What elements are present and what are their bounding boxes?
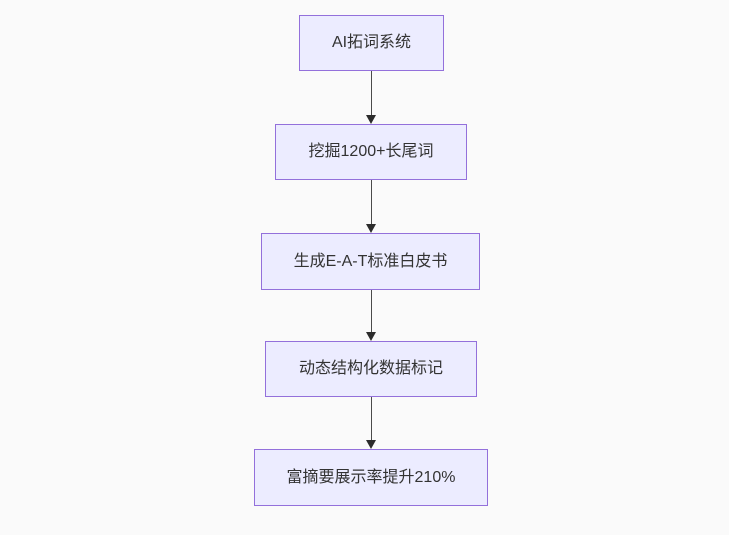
- arrowhead-down-icon: [366, 115, 376, 124]
- flow-node-eat-whitepaper: 生成E-A-T标准白皮书: [261, 233, 480, 290]
- flow-arrow-4: [366, 397, 376, 449]
- flow-node-ai-word-expansion: AI拓词系统: [299, 15, 444, 71]
- arrowhead-down-icon: [366, 440, 376, 449]
- arrowhead-down-icon: [366, 224, 376, 233]
- arrow-line: [370, 290, 372, 332]
- flow-arrow-1: [366, 71, 376, 124]
- arrowhead-down-icon: [366, 332, 376, 341]
- arrow-line: [370, 397, 372, 440]
- flow-arrow-3: [366, 290, 376, 341]
- flow-node-longtail-mining: 挖掘1200+长尾词: [275, 124, 467, 180]
- arrow-line: [370, 71, 372, 115]
- flow-arrow-2: [366, 180, 376, 233]
- flow-node-structured-data-markup: 动态结构化数据标记: [265, 341, 477, 397]
- flow-node-rich-snippet-result: 富摘要展示率提升210%: [254, 449, 488, 506]
- arrow-line: [370, 180, 372, 224]
